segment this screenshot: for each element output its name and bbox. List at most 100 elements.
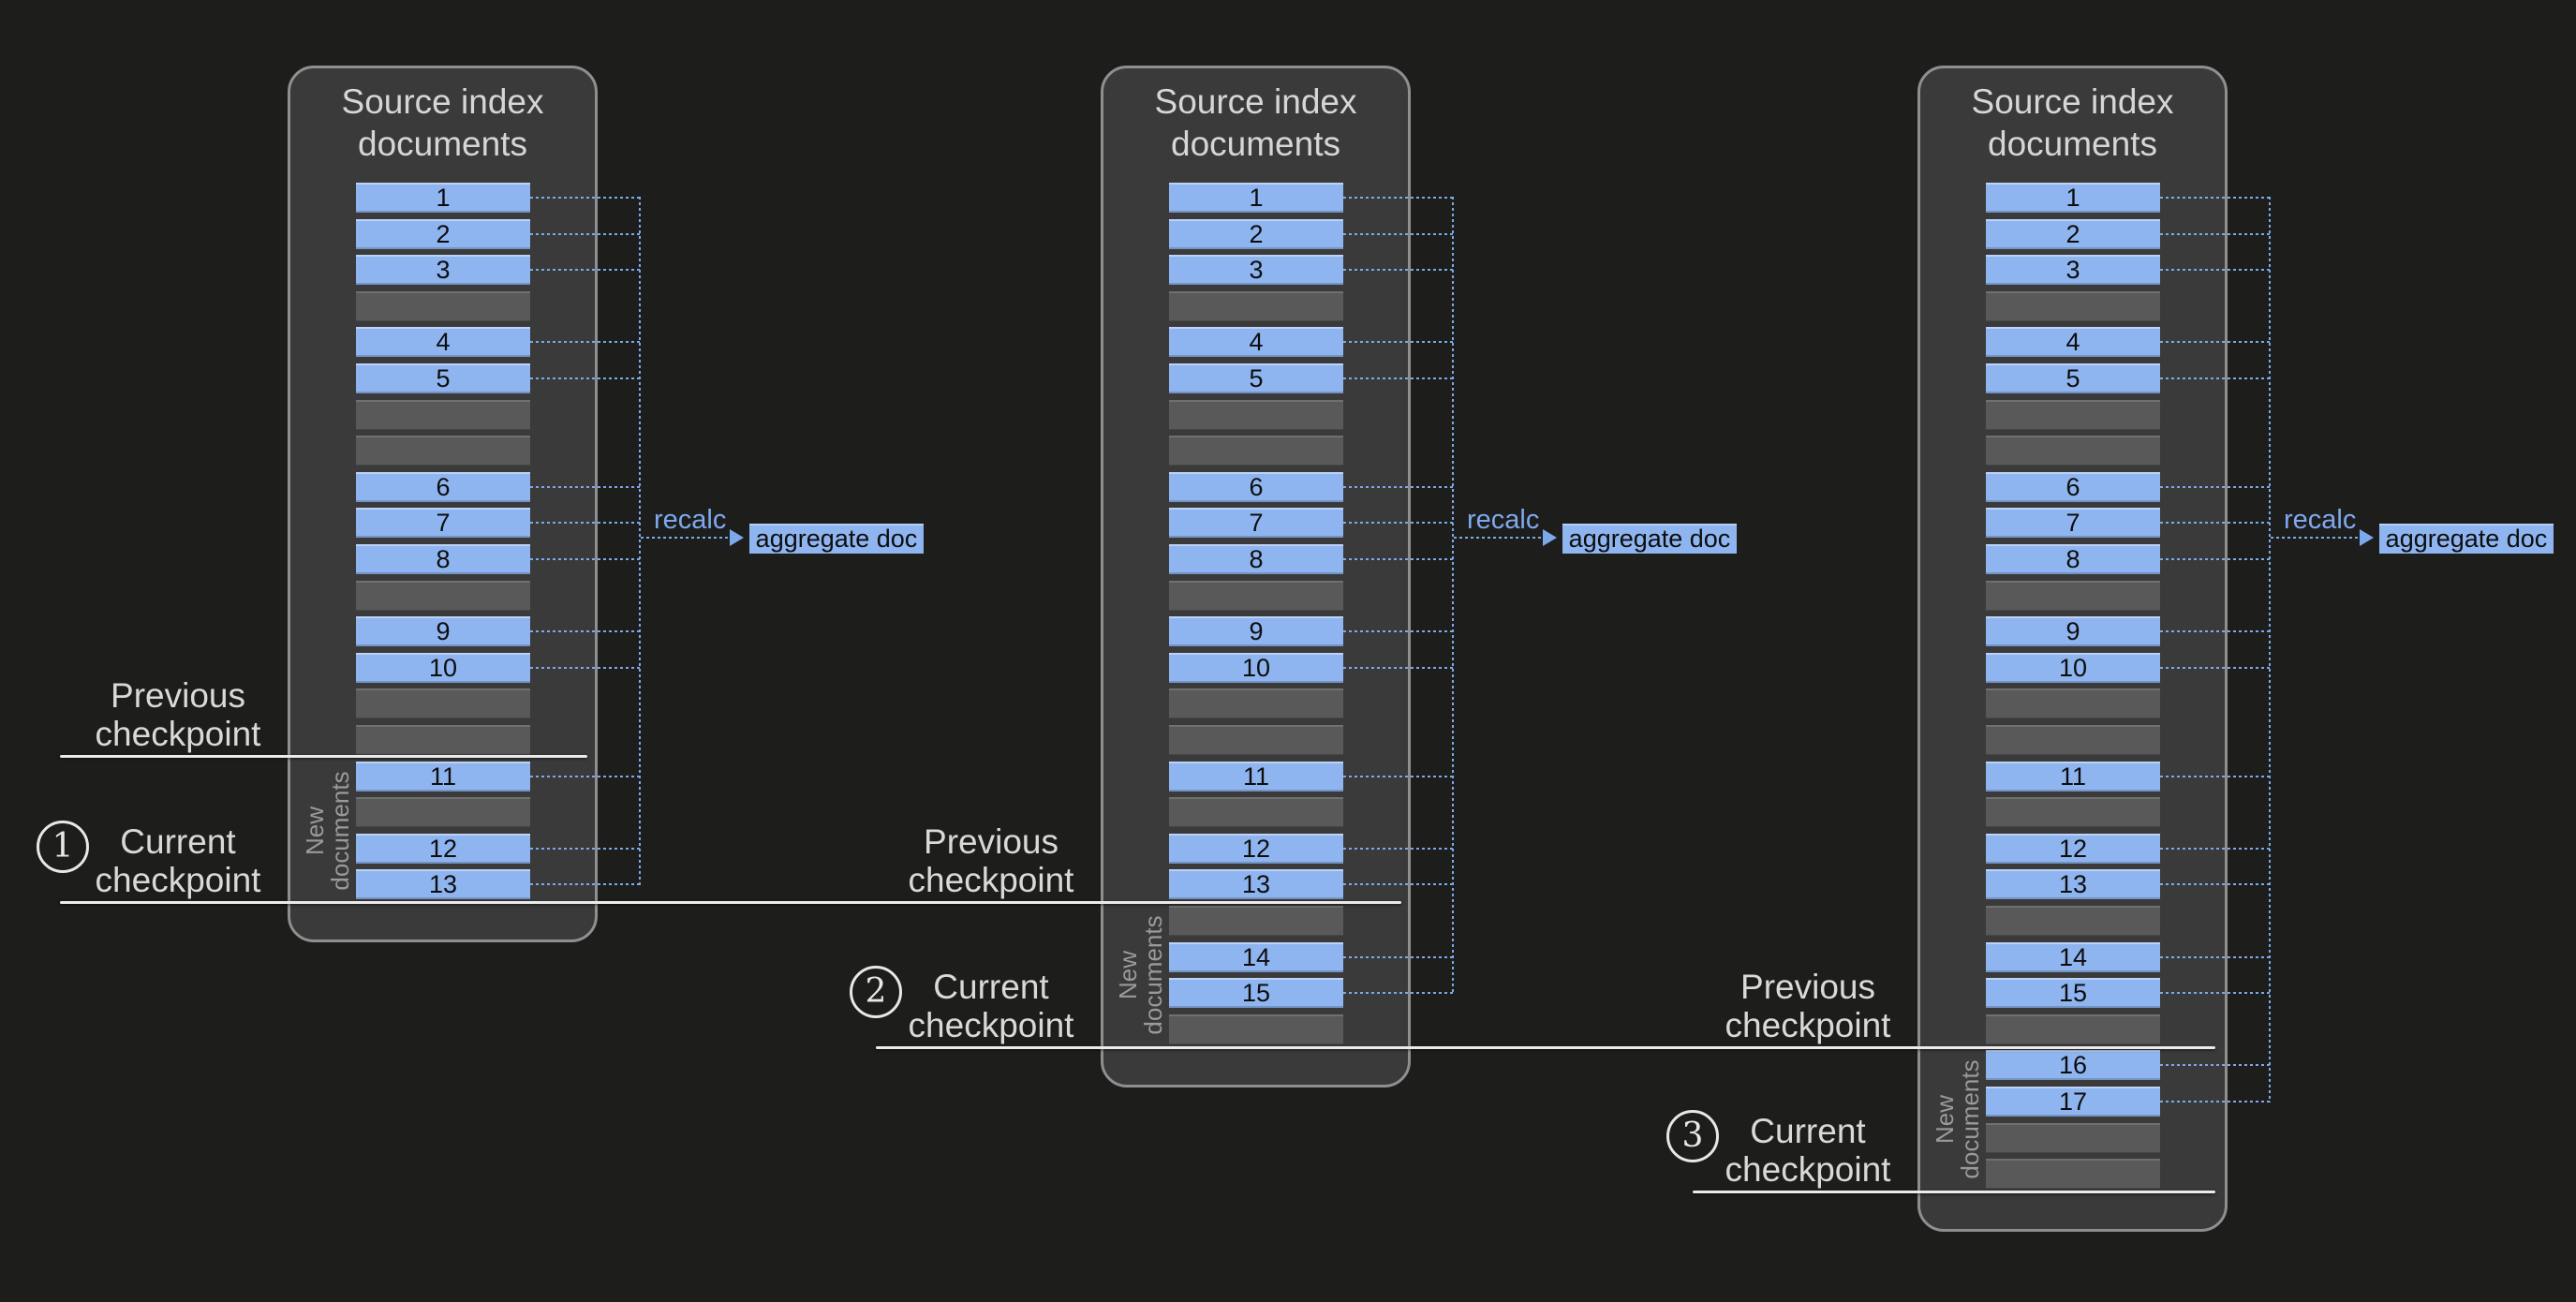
current-checkpoint-label: Current checkpoint [56,822,300,901]
doc-connector-line [2160,1101,2270,1102]
new-documents-label: New documents [1116,906,1168,1044]
doc-connector-line [530,630,640,632]
empty-row [1169,400,1343,430]
document-row: 11 [1169,762,1343,792]
document-number: 17 [1986,1087,2160,1117]
doc-connector-line [2160,776,2270,777]
doc-connector-line [1343,992,1453,994]
document-number: 1 [1986,183,2160,213]
empty-row [1986,400,2160,430]
previous-checkpoint-label: Previous checkpoint [1686,968,1930,1046]
doc-connector-line [530,522,640,524]
document-number: 7 [1986,508,2160,538]
document-number: 16 [1986,1050,2160,1080]
document-row: 7 [1986,508,2160,538]
document-row: 1 [356,183,530,213]
doc-connector-line [530,341,640,343]
doc-connector-line [2160,992,2270,994]
doc-connector-line [530,197,640,199]
new-documents-label: New documents [1932,1050,1985,1189]
document-number: 8 [1986,544,2160,574]
document-row: 6 [1986,472,2160,502]
empty-row [356,436,530,466]
document-row: 9 [356,616,530,646]
document-number: 6 [356,472,530,502]
empty-row [1169,797,1343,827]
empty-row [1986,1123,2160,1153]
document-number: 10 [1986,653,2160,683]
checkpoint-marker: 1 [37,821,89,873]
doc-connector-line [2160,341,2270,343]
document-number: 11 [1169,762,1343,792]
document-row: 3 [1986,255,2160,285]
recalc-arrowhead [1543,529,1557,546]
empty-row [1986,1014,2160,1044]
doc-connector-line [530,776,640,777]
empty-row [356,797,530,827]
doc-connector-line [1343,956,1453,958]
doc-connector-line [1343,341,1453,343]
doc-connector-line [2160,667,2270,669]
document-number: 12 [356,834,530,864]
document-row: 8 [356,544,530,574]
recalc-arrow [2271,537,2359,539]
doc-connector-line [2160,377,2270,379]
doc-connector-line [2160,848,2270,850]
document-row: 11 [356,762,530,792]
document-number: 12 [1169,834,1343,864]
document-number: 6 [1169,472,1343,502]
document-row: 1 [1986,183,2160,213]
document-number: 12 [1986,834,2160,864]
document-number: 4 [1169,327,1343,357]
document-row: 12 [1169,834,1343,864]
document-row: 5 [1986,363,2160,393]
document-number: 2 [1169,219,1343,249]
doc-connector-line [530,558,640,560]
doc-connector-line [1343,233,1453,235]
document-number: 13 [1169,869,1343,899]
document-number: 10 [1169,653,1343,683]
current-checkpoint-label: Current checkpoint [1686,1112,1930,1191]
document-number: 4 [356,327,530,357]
doc-connector-line [2160,883,2270,885]
doc-connector-line [1343,558,1453,560]
document-number: 15 [1986,978,2160,1008]
empty-row [1986,797,2160,827]
doc-connector-line [2160,486,2270,488]
doc-connector-line [2160,522,2270,524]
doc-connector-line [2160,269,2270,271]
document-row: 14 [1169,942,1343,972]
doc-connector-line [2160,558,2270,560]
doc-connector-line [1343,197,1453,199]
checkpoint-marker: 3 [1666,1110,1719,1162]
doc-connector-line [2160,630,2270,632]
document-row: 5 [1169,363,1343,393]
empty-row [1169,581,1343,611]
aggregate-doc-box: aggregate doc [1562,524,1737,554]
document-number: 13 [356,869,530,899]
doc-connector-line [1343,630,1453,632]
doc-connector-line [530,486,640,488]
doc-connector-line [1343,848,1453,850]
panel-title: Source index documents [1101,81,1411,167]
document-number: 2 [356,219,530,249]
checkpoint-line-4 [1693,1191,2215,1193]
doc-connector-line [530,848,640,850]
document-number: 2 [1986,219,2160,249]
document-row: 10 [356,653,530,683]
document-number: 5 [356,363,530,393]
recalc-arrowhead [730,529,744,546]
document-row: 2 [1169,219,1343,249]
document-row: 15 [1169,978,1343,1008]
document-row: 5 [356,363,530,393]
document-row: 4 [1169,327,1343,357]
document-number: 11 [1986,762,2160,792]
new-documents-label-wrap: New documents [1932,1050,1985,1189]
document-number: 3 [1169,255,1343,285]
document-row: 6 [356,472,530,502]
document-row: 14 [1986,942,2160,972]
doc-connector-line [1343,883,1453,885]
empty-row [1986,1159,2160,1189]
document-row: 16 [1986,1050,2160,1080]
